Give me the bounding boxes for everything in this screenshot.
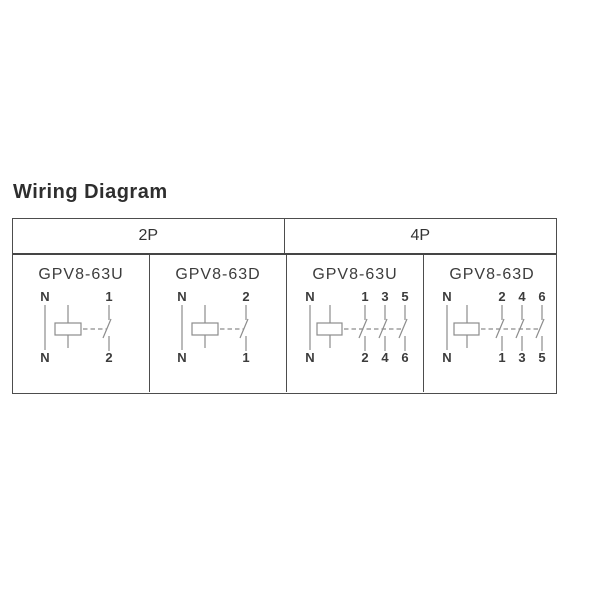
switch-blade (378, 318, 388, 339)
terminal-label-top: 1 (105, 289, 112, 304)
terminal-label-top: 5 (401, 289, 408, 304)
header-cell-4p: 4P (410, 227, 431, 244)
trip-unit-box (316, 322, 343, 336)
switch-blade (535, 318, 545, 339)
table-header-row: 2P 4P (13, 219, 556, 255)
cell-4p-gpv8-63u: GPV8-63U N N 1 2 3 4 5 6 (287, 255, 424, 392)
trip-unit-box (453, 322, 480, 336)
terminal-label-bottom: 1 (242, 350, 249, 365)
cell-2p-gpv8-63u: GPV8-63U N N 1 2 (13, 255, 150, 392)
terminal-label-bottom: 3 (518, 350, 525, 365)
terminal-label-top: 6 (538, 289, 545, 304)
neutral-label-top: N (177, 289, 186, 304)
terminal-label-top: 2 (242, 289, 249, 304)
neutral-label-top: N (305, 289, 314, 304)
terminal-label-bottom: 1 (498, 350, 505, 365)
neutral-label-top: N (442, 289, 451, 304)
terminal-label-bottom: 2 (105, 350, 112, 365)
model-label: GPV8-63D (175, 266, 261, 283)
wiring-schematic-2p-u: N N 1 2 (40, 289, 112, 365)
switch-blade (358, 318, 368, 339)
wiring-table: 2P 4P GPV8-63U N N 1 2 GPV8-63D N N 2 1 GPV8-6… (12, 218, 557, 394)
trip-unit-box (54, 322, 82, 336)
switch-blade (515, 318, 525, 339)
terminal-label-bottom: 2 (361, 350, 368, 365)
terminal-label-top: 1 (361, 289, 368, 304)
table-body-row: GPV8-63U N N 1 2 GPV8-63D N N 2 1 GPV8-63U N N 1… (13, 255, 556, 392)
terminal-label-top: 3 (381, 289, 388, 304)
terminal-label-bottom: 6 (401, 350, 408, 365)
cell-4p-gpv8-63d: GPV8-63D N N 2 1 4 3 6 5 (424, 255, 560, 392)
model-label: GPV8-63D (449, 266, 535, 283)
neutral-label-bottom: N (40, 350, 49, 365)
wiring-schematic-4p-d: N N 2 1 4 3 6 5 (442, 289, 545, 365)
switch-blade (239, 318, 249, 339)
wiring-schematic-2p-d: N N 2 1 (177, 289, 249, 365)
neutral-label-bottom: N (442, 350, 451, 365)
terminal-label-bottom: 5 (538, 350, 545, 365)
neutral-label-top: N (40, 289, 49, 304)
trip-unit-box (191, 322, 219, 336)
cell-2p-gpv8-63d: GPV8-63D N N 2 1 (150, 255, 287, 392)
terminal-label-top: 2 (498, 289, 505, 304)
neutral-label-bottom: N (305, 350, 314, 365)
model-label: GPV8-63U (38, 266, 124, 283)
wiring-schematic-4p-u: N N 1 2 3 4 5 6 (305, 289, 408, 365)
terminal-label-bottom: 4 (381, 350, 389, 365)
switch-blade (102, 318, 112, 339)
page-title: Wiring Diagram (13, 181, 168, 203)
switch-blade (495, 318, 505, 339)
neutral-label-bottom: N (177, 350, 186, 365)
terminal-label-top: 4 (518, 289, 526, 304)
header-cell-2p: 2P (13, 219, 285, 253)
switch-blade (398, 318, 408, 339)
model-label: GPV8-63U (312, 266, 398, 283)
